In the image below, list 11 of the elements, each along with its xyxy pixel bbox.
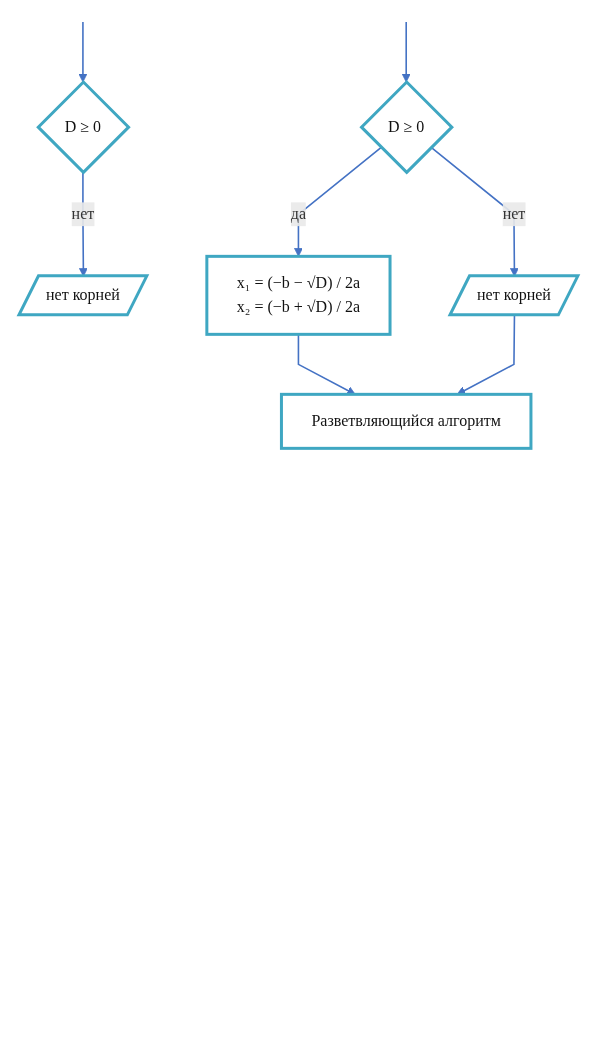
arrow [401,21,411,83]
arrow [456,314,516,395]
edge-label: нет [502,205,526,223]
node-diamond: D ≥ 0 [36,79,131,175]
node-box: x₁ = (−b − √D) / 2a x₂ = (−b + √D) / 2a [205,254,392,336]
arrow [78,21,88,83]
node-box: Разветвляющийся алгоритм [280,392,533,450]
arrow [294,146,383,257]
edge-label: да [290,205,307,223]
node-diamond: D ≥ 0 [359,79,455,175]
edge-label: нет [71,205,95,223]
